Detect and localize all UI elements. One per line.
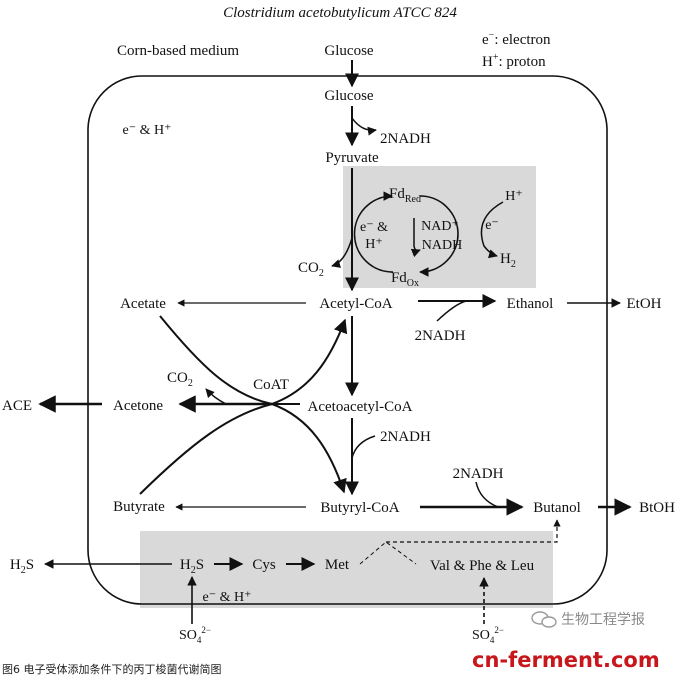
node-val-phe-leu: Val & Phe & Leu: [430, 558, 535, 574]
hydrogenase-electron-label: e⁻: [485, 218, 499, 233]
node-glucose-outside: Glucose: [324, 43, 373, 59]
figure-caption: 图6 电子受体添加条件下的丙丁梭菌代谢简图: [2, 662, 222, 676]
arrow-amino-acids-butanol: [386, 519, 561, 543]
node-sulfate-right: SO42−: [472, 625, 504, 645]
enzyme-coat: CoAT: [253, 377, 289, 393]
node-butyrate: Butyrate: [113, 499, 165, 515]
curve-butyrate-coat: [139, 403, 273, 495]
cofactor-co2-pyruvate: CO2: [298, 260, 324, 279]
arrow-nadh-ethanol: [436, 300, 467, 322]
arrow-nadh-glycolysis: [351, 117, 377, 136]
watermark-brand: 生物工程学报: [561, 612, 645, 628]
cofactor-nadh-glycolysis: 2NADH: [380, 131, 431, 147]
node-cys: Cys: [252, 557, 276, 573]
link-met-val-phe-leu: [359, 541, 417, 565]
node-h2s-inside: H2S: [180, 557, 204, 576]
legend-proton: H+: proton: [482, 52, 546, 70]
legend-electron: e−: electron: [482, 30, 551, 48]
node-acetoacetyl-coa: Acetoacetyl-CoA: [308, 399, 413, 415]
node-h2s-outside: H2S: [10, 557, 34, 576]
site-logo: cn-ferment.com: [472, 648, 660, 672]
medium-label: Corn-based medium: [117, 43, 239, 59]
fd-nadh-label: NADH: [422, 238, 462, 253]
fd-electron-label-1: e⁻ &: [360, 220, 388, 235]
fd-ox-label: FdOx: [391, 270, 419, 289]
node-sulfate-left: SO42−: [179, 625, 211, 645]
node-pyruvate: Pyruvate: [325, 150, 379, 166]
node-met: Met: [325, 557, 350, 573]
curve-coat-butyrylcoa: [271, 403, 347, 494]
arrow-fd-reduction: [353, 191, 394, 273]
node-acetate: Acetate: [120, 296, 166, 312]
node-btoh: BtOH: [639, 500, 675, 516]
arrow-fd-oxidation: [419, 195, 459, 277]
cofactor-nadh-acetoacetyl: 2NADH: [380, 429, 431, 445]
fd-nad-label: NAD⁺: [421, 219, 459, 234]
cell-electron-label: e⁻ & H⁺: [123, 123, 172, 138]
node-butyryl-coa: Butyryl-CoA: [320, 500, 399, 516]
node-acetyl-coa: Acetyl-CoA: [319, 296, 392, 312]
figure-title: Clostridium acetobutylicum ATCC 824: [223, 5, 457, 21]
cofactor-nadh-ethanol: 2NADH: [415, 328, 466, 344]
arrow-hydrogen-formation: [480, 201, 504, 259]
wechat-logo: [531, 611, 557, 628]
arrow-nadh-butanol: [475, 481, 499, 508]
site-watermark: cn-ferment.com: [472, 648, 660, 672]
hydrogenase-proton-label: H⁺: [505, 189, 523, 204]
hydrogen-label: H2: [500, 251, 516, 270]
fd-red-label: FdRed: [389, 186, 421, 205]
curve-coat-acetylcoa: [271, 318, 348, 405]
curve-acetate-coat: [159, 315, 273, 405]
cofactor-sulfate-electrons: e⁻ & H⁺: [203, 590, 252, 605]
node-butanol: Butanol: [533, 500, 581, 516]
node-glucose-inside: Glucose: [324, 88, 373, 104]
cofactor-nadh-butanol: 2NADH: [453, 466, 504, 482]
fd-electron-label-2: H⁺: [365, 237, 383, 252]
cofactor-co2-acetone: CO2: [167, 370, 193, 389]
arrow-nadh-acetoacetyl: [351, 435, 376, 459]
arrow-nad-reduction: [410, 218, 421, 258]
node-etoh: EtOH: [627, 296, 662, 312]
arrow-co2-acetone: [205, 388, 227, 405]
node-ace: ACE: [2, 398, 32, 414]
node-ethanol: Ethanol: [507, 296, 554, 312]
node-acetone: Acetone: [113, 398, 163, 414]
arrow-co2-release: [331, 237, 353, 268]
